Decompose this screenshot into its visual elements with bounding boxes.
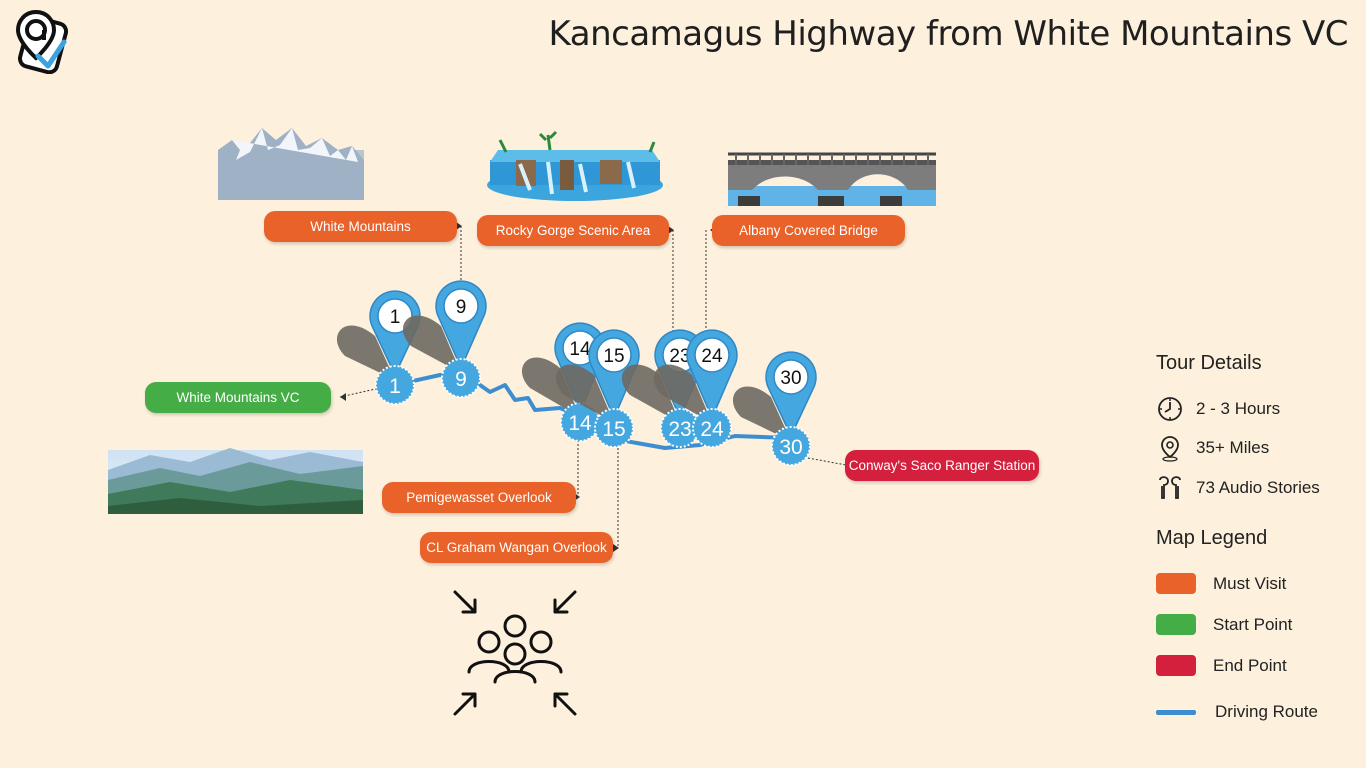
pin-number: 14 [569, 339, 591, 360]
stop-label-conway-saco[interactable]: Conway's Saco Ranger Station [845, 450, 1039, 481]
stop-marker-9[interactable]: 99 [402, 280, 487, 398]
stop-label-white-mountains[interactable]: White Mountains [264, 211, 457, 242]
stop-label-white-mountains-vc[interactable]: White Mountains VC [145, 382, 331, 413]
legend-must-visit: Must Visit [1156, 573, 1286, 594]
pin-shadow [402, 315, 461, 373]
stories-row: 73 Audio Stories [1156, 475, 1320, 501]
app-logo-icon [15, 9, 68, 74]
legend-route-label: Driving Route [1215, 702, 1318, 721]
stories-text: 73 Audio Stories [1196, 478, 1320, 497]
pin-number: 23 [669, 346, 690, 367]
start-point-swatch [1156, 614, 1196, 635]
bridge-image [728, 152, 936, 206]
pin-shadow [521, 357, 580, 417]
page-title: Kancamagus Highway from White Mountains … [548, 14, 1349, 54]
distance-text: 35+ Miles [1196, 438, 1270, 457]
must-visit-swatch [1156, 573, 1196, 594]
pin-shadow [732, 386, 791, 441]
location-pin-icon [1161, 436, 1179, 462]
pin-number: 24 [701, 346, 723, 367]
group-people-icon [453, 590, 577, 716]
legend-start: Start Point [1156, 614, 1292, 635]
pin-head [773, 359, 809, 395]
pin-number: 9 [456, 297, 467, 318]
stop-label-albany-bridge[interactable]: Albany Covered Bridge [712, 215, 905, 246]
pin-number: 30 [780, 368, 801, 389]
connector-lines [339, 226, 847, 548]
stop-circle [594, 408, 634, 448]
snowy-mountains-image [218, 128, 364, 200]
stop-label-cl-graham-wangan[interactable]: CL Graham Wangan Overlook [420, 532, 613, 563]
duration-text: 2 - 3 Hours [1196, 399, 1281, 418]
end-point-swatch [1156, 655, 1196, 676]
pin-shadow [621, 364, 680, 423]
pin-head [596, 337, 632, 373]
pin-shadow [555, 364, 614, 423]
stop-number: 15 [602, 418, 625, 441]
stop-number: 30 [779, 436, 802, 459]
stop-number: 1 [389, 375, 401, 398]
pin-head [377, 298, 413, 334]
stop-circle [375, 365, 415, 405]
stop-circle [441, 358, 481, 398]
stop-label-pemigewasset-overlook[interactable]: Pemigewasset Overlook [382, 482, 576, 513]
duration-row: 2 - 3 Hours [1156, 396, 1280, 422]
driving-route-swatch [1156, 709, 1196, 715]
mountain-landscape-image [108, 448, 363, 514]
legend-end: End Point [1156, 655, 1287, 676]
waterfall-image [487, 130, 663, 201]
pin-number: 1 [390, 307, 401, 328]
pin-head [443, 288, 479, 324]
stop-marker-1[interactable]: 11 [336, 290, 421, 405]
stop-marker-24[interactable]: 24 24 [653, 329, 738, 448]
earbuds-icon [1159, 476, 1181, 499]
tour-details-heading: Tour Details [1156, 352, 1262, 374]
legend-start-label: Start Point [1213, 614, 1293, 634]
legend-route: Driving Route [1156, 702, 1318, 722]
legend-end-label: End Point [1213, 655, 1287, 675]
stop-number: 23 [668, 418, 691, 441]
map-legend-heading: Map Legend [1156, 527, 1268, 549]
stop-number: 24 [700, 418, 724, 441]
pin-head [694, 337, 730, 373]
clock-icon [1158, 397, 1182, 421]
pin-number: 15 [603, 346, 624, 367]
stop-number: 9 [455, 368, 467, 391]
stop-marker-30[interactable]: 30 30 [732, 351, 817, 466]
stop-circle [771, 426, 811, 466]
pin-shadow [653, 364, 712, 423]
stop-circle [692, 408, 732, 448]
stop-label-rocky-gorge[interactable]: Rocky Gorge Scenic Area [477, 215, 669, 246]
stop-number: 14 [568, 412, 592, 435]
legend-must-visit-label: Must Visit [1213, 573, 1287, 593]
pin-shadow [336, 325, 395, 380]
distance-row: 35+ Miles [1156, 435, 1270, 462]
